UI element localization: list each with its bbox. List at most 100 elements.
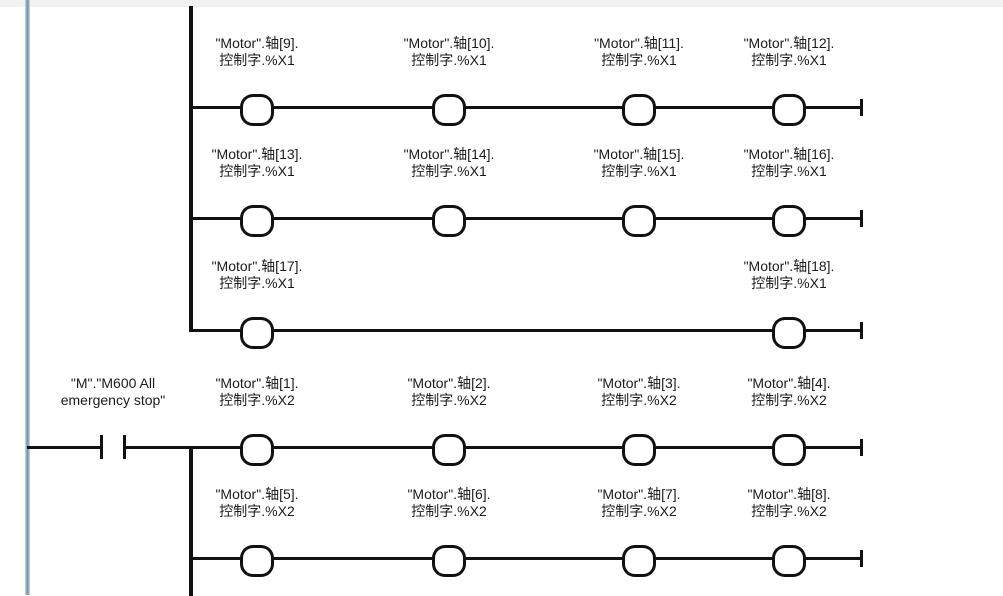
operand-line-1: "Motor".轴[3]. [597,375,681,391]
operand-line-2: 控制字.%X1 [751,52,827,68]
coil-rung-1-pos2[interactable] [622,94,656,126]
coil-operand-label: "Motor".轴[6].控制字.%X2 [299,486,599,520]
operand-line-1: "Motor".轴[4]. [747,375,831,391]
coil-right-paren [257,205,274,237]
rung-wire [656,557,772,560]
coil-right-paren [257,545,274,577]
operand-line-2: 控制字.%X2 [751,392,827,408]
rung-wire-tail [806,446,860,449]
rung-wire [466,557,622,560]
coil-right-paren [257,434,274,466]
rung-end-terminator [860,99,863,116]
coil-left-paren [622,545,639,577]
coil-left-paren [432,94,449,126]
coil-rung-2-pos2[interactable] [622,205,656,237]
coil-rung-3-pos0[interactable] [240,317,274,349]
operand-line-2: 控制字.%X1 [751,275,827,291]
coil-rung-2-pos0[interactable] [240,205,274,237]
operand-line-2: 控制字.%X2 [219,503,295,519]
rung-wire [274,329,772,332]
operand-line-2: 控制字.%X2 [219,392,295,408]
operand-line-1: "Motor".轴[17]. [211,258,303,274]
operand-line-1: "Motor".轴[15]. [593,146,685,162]
wire-contact-to-branch [126,446,193,449]
coil-left-paren [432,434,449,466]
operand-line-2: emergency stop" [60,392,166,408]
rung-wire-tail [806,217,860,220]
operand-line-2: 控制字.%X2 [411,503,487,519]
rung-end-terminator [860,550,863,567]
coil-operand-label: "Motor".轴[18].控制字.%X1 [639,258,939,292]
coil-right-paren [639,434,656,466]
rung-wire [466,446,622,449]
rung-wire [274,557,432,560]
coil-right-paren [789,434,806,466]
coil-left-paren [240,545,257,577]
branch-rail-group-1 [189,6,193,332]
coil-rung-5-pos1[interactable] [432,545,466,577]
coil-left-paren [622,94,639,126]
coil-right-paren [789,205,806,237]
coil-rung-5-pos0[interactable] [240,545,274,577]
operand-line-1: "Motor".轴[11]. [594,35,684,51]
operand-line-1: "Motor".轴[12]. [743,35,835,51]
coil-operand-label: "Motor".轴[2].控制字.%X2 [299,375,599,409]
coil-left-paren [240,205,257,237]
rung-end-terminator [860,322,863,339]
coil-left-paren [622,434,639,466]
coil-right-paren [257,317,274,349]
coil-left-paren [772,317,789,349]
coil-rung-2-pos1[interactable] [432,205,466,237]
wire-powerrail-to-contact [27,446,100,449]
coil-right-paren [789,94,806,126]
coil-rung-5-pos2[interactable] [622,545,656,577]
operand-line-2: 控制字.%X1 [751,163,827,179]
operand-line-2: 控制字.%X1 [411,52,487,68]
coil-right-paren [449,94,466,126]
contact-normally-open[interactable] [100,435,126,459]
coil-rung-1-pos1[interactable] [432,94,466,126]
rung-wire-tail [806,329,860,332]
operand-line-2: 控制字.%X2 [601,392,677,408]
coil-left-paren [432,545,449,577]
coil-left-paren [772,434,789,466]
coil-rung-4-pos0[interactable] [240,434,274,466]
coil-rung-3-pos3[interactable] [772,317,806,349]
operand-line-1: "Motor".轴[2]. [407,375,491,391]
coil-operand-label: "Motor".轴[12].控制字.%X1 [639,35,939,69]
operand-line-1: "Motor".轴[10]. [403,35,495,51]
coil-rung-2-pos3[interactable] [772,205,806,237]
coil-right-paren [639,545,656,577]
operand-line-1: "Motor".轴[14]. [403,146,495,162]
coil-rung-4-pos2[interactable] [622,434,656,466]
coil-rung-1-pos0[interactable] [240,94,274,126]
coil-rung-4-pos1[interactable] [432,434,466,466]
branch-rail-group-2 [189,446,193,596]
coil-operand-label: "Motor".轴[13].控制字.%X1 [107,146,407,180]
contact-right-bar [123,435,126,459]
rung-end-terminator [860,439,863,456]
coil-rung-1-pos3[interactable] [772,94,806,126]
coil-rung-4-pos3[interactable] [772,434,806,466]
operand-line-1: "Motor".轴[5]. [215,486,299,502]
operand-line-2: 控制字.%X1 [219,52,295,68]
coil-operand-label: "Motor".轴[17].控制字.%X1 [107,258,407,292]
coil-left-paren [772,94,789,126]
coil-operand-label: "Motor".轴[4].控制字.%X2 [639,375,939,409]
operand-line-1: "M"."M600 All [70,375,156,391]
coil-operand-label: "Motor".轴[16].控制字.%X1 [639,146,939,180]
rung-wire [274,446,432,449]
rung-end-terminator [860,210,863,227]
rung-wire [189,557,240,560]
operand-line-2: 控制字.%X1 [219,275,295,291]
operand-line-1: "Motor".轴[8]. [747,486,831,502]
coil-rung-5-pos3[interactable] [772,545,806,577]
rung-wire [656,446,772,449]
rung-wire [466,106,622,109]
rung-wire [274,217,432,220]
contact-left-bar [100,435,103,459]
coil-operand-label: "Motor".轴[9].控制字.%X1 [107,35,407,69]
operand-line-2: 控制字.%X1 [601,52,677,68]
